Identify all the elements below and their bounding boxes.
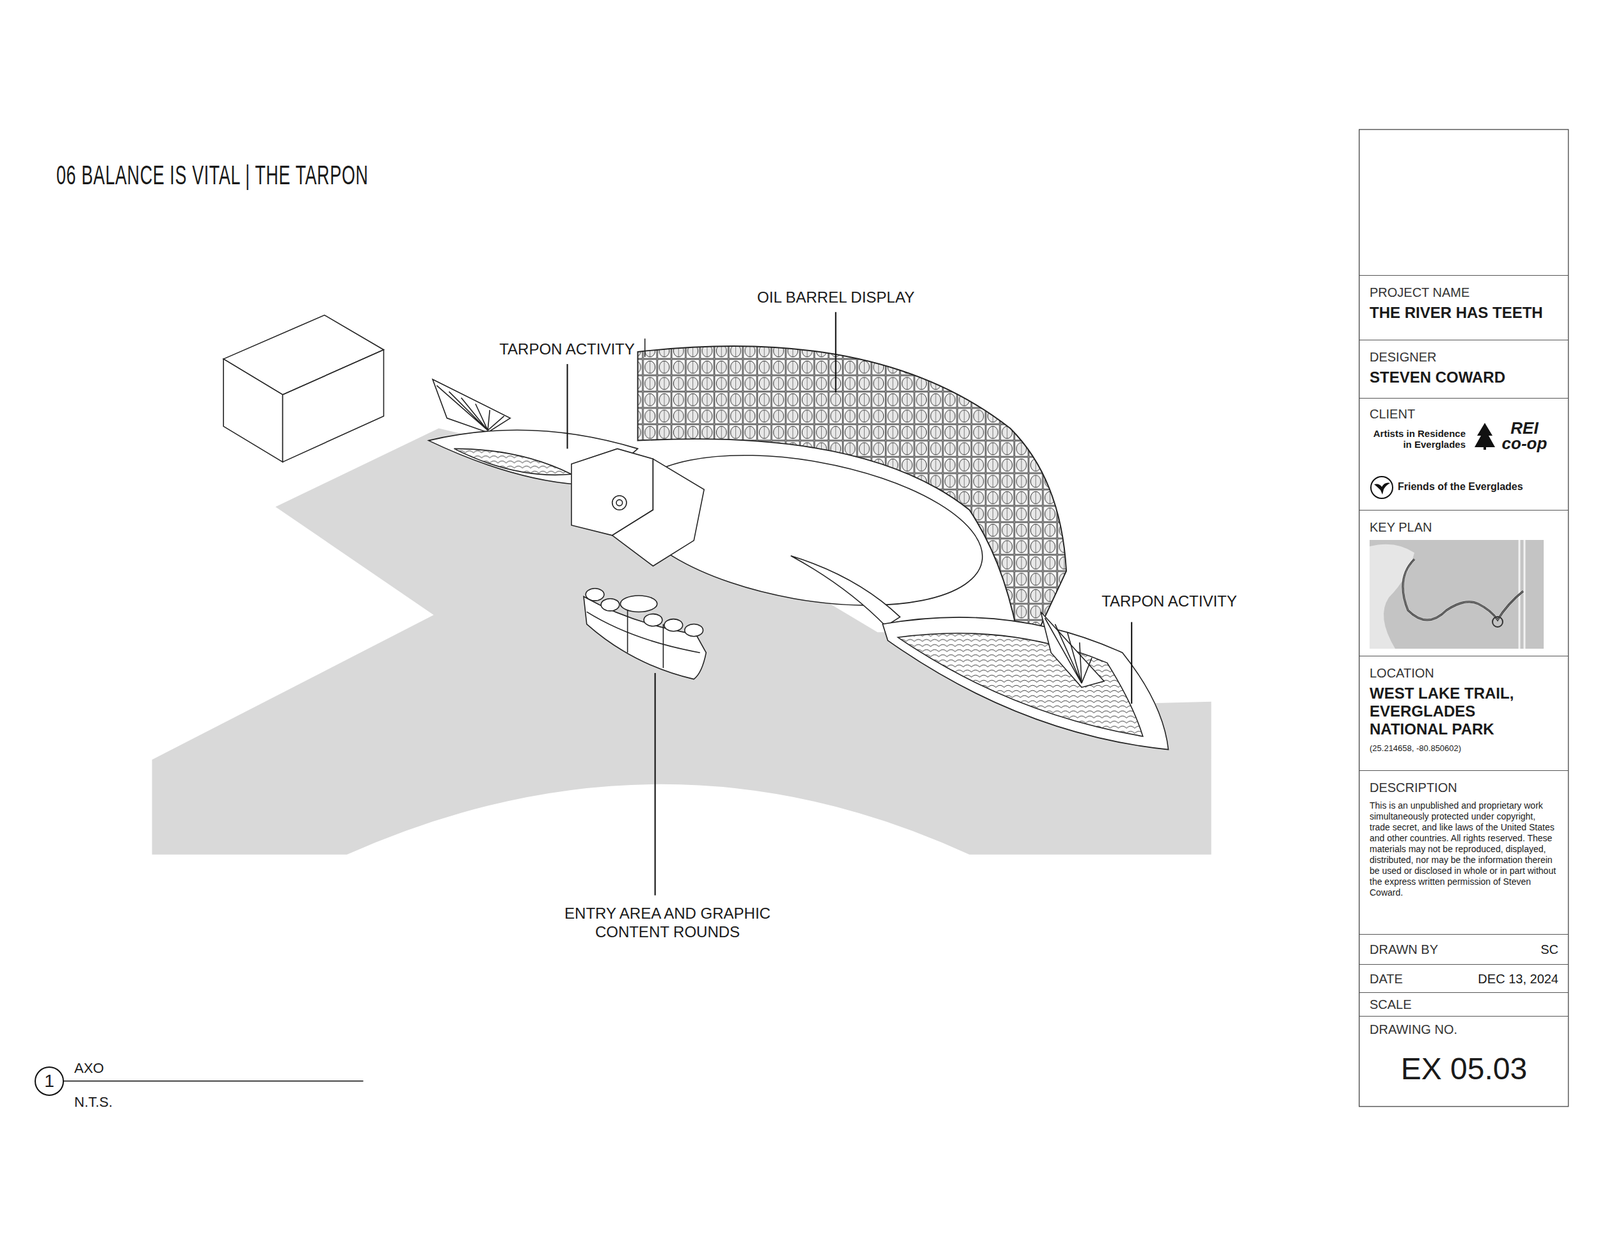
callout-label: TARPON ACTIVITY xyxy=(1101,592,1238,611)
coordinates: (25.214658, -80.850602) xyxy=(1369,743,1559,754)
entry-content-rounds xyxy=(583,588,706,680)
bird-shape xyxy=(1374,483,1391,495)
field-label: DATE xyxy=(1369,971,1403,987)
scale-note: N.T.S. xyxy=(74,1093,113,1112)
map-trail-inner xyxy=(1402,559,1524,621)
field-label: LOCATION xyxy=(1369,665,1559,681)
field-label: DESCRIPTION xyxy=(1369,780,1559,796)
rei-mountain-icon xyxy=(1472,421,1498,450)
callout-label: ENTRY AREA AND GRAPHIC CONTENT ROUNDS xyxy=(549,904,786,942)
icon-ring xyxy=(1370,476,1393,499)
field-label: PROJECT NAME xyxy=(1369,284,1559,301)
map-water xyxy=(1369,544,1415,649)
title-block-cell: SCALE xyxy=(1359,992,1569,1017)
client-logo-text: REI co-op xyxy=(1498,420,1551,452)
map-ground xyxy=(1369,540,1544,649)
key-plan-map xyxy=(1369,540,1544,649)
field-value: WEST LAKE TRAIL, EVERGLADES NATIONAL PAR… xyxy=(1369,684,1549,739)
building-box xyxy=(223,315,384,463)
field-label: KEY PLAN xyxy=(1369,519,1559,536)
map-trail xyxy=(1402,559,1524,621)
client-logo-text: Artists in Residence in Everglades xyxy=(1369,428,1466,450)
field-label: DRAWING NO. xyxy=(1369,1022,1559,1038)
leader-lines xyxy=(567,312,1132,896)
title-block-cell: CLIENT Artists in Residence in Everglades… xyxy=(1359,398,1569,511)
rei-tree-shape xyxy=(1474,423,1496,450)
title-block-cell: DRAWING NO. EX 05.03 xyxy=(1359,1016,1569,1108)
field-value: STEVEN COWARD xyxy=(1369,368,1559,387)
field-value: THE RIVER HAS TEETH xyxy=(1369,304,1559,322)
description-text: This is an unpublished and proprietary w… xyxy=(1369,800,1557,899)
field-label: SCALE xyxy=(1369,997,1412,1013)
title-block-cell: LOCATION WEST LAKE TRAIL, EVERGLADES NATI… xyxy=(1359,656,1569,771)
ground-paving xyxy=(152,428,1212,856)
field-label: CLIENT xyxy=(1369,406,1416,422)
title-block-cell: PROJECT NAME THE RIVER HAS TEETH xyxy=(1359,275,1569,340)
view-title-line xyxy=(63,1080,364,1083)
title-block-cell: KEY PLAN xyxy=(1359,510,1569,656)
drawing-number: EX 05.03 xyxy=(1369,1051,1559,1088)
friends-bird-icon xyxy=(1369,475,1394,500)
tarpon-sculpture-left xyxy=(428,379,704,567)
title-block-cell: DESCRIPTION This is an unpublished and pr… xyxy=(1359,770,1569,935)
title-block-cell: DRAWN BY SC xyxy=(1359,934,1569,965)
field-label: DRAWN BY xyxy=(1369,942,1439,958)
view-number: 1 xyxy=(44,1072,55,1092)
callout-label: TARPON ACTIVITY xyxy=(499,339,635,359)
sheet-title: 06 BALANCE IS VITAL | THE TARPON xyxy=(56,160,369,191)
client-logo-text: Friends of the Everglades xyxy=(1397,480,1565,494)
field-value: DEC 13, 2024 xyxy=(1477,971,1559,987)
tarpon-sculpture-right xyxy=(791,556,1169,751)
oil-barrel-wall xyxy=(637,346,1067,665)
title-block-cell: DESIGNER STEVEN COWARD xyxy=(1359,339,1569,399)
title-block-cell: DATE DEC 13, 2024 xyxy=(1359,964,1569,993)
field-value: SC xyxy=(1540,942,1559,958)
view-name: AXO xyxy=(74,1059,104,1078)
field-label: DESIGNER xyxy=(1369,349,1559,365)
view-number-circle: 1 xyxy=(34,1066,64,1097)
wall-post xyxy=(644,338,646,358)
callout-label: OIL BARREL DISPLAY xyxy=(757,288,915,307)
title-block-frame xyxy=(1359,129,1569,1107)
map-marker xyxy=(1492,616,1503,628)
